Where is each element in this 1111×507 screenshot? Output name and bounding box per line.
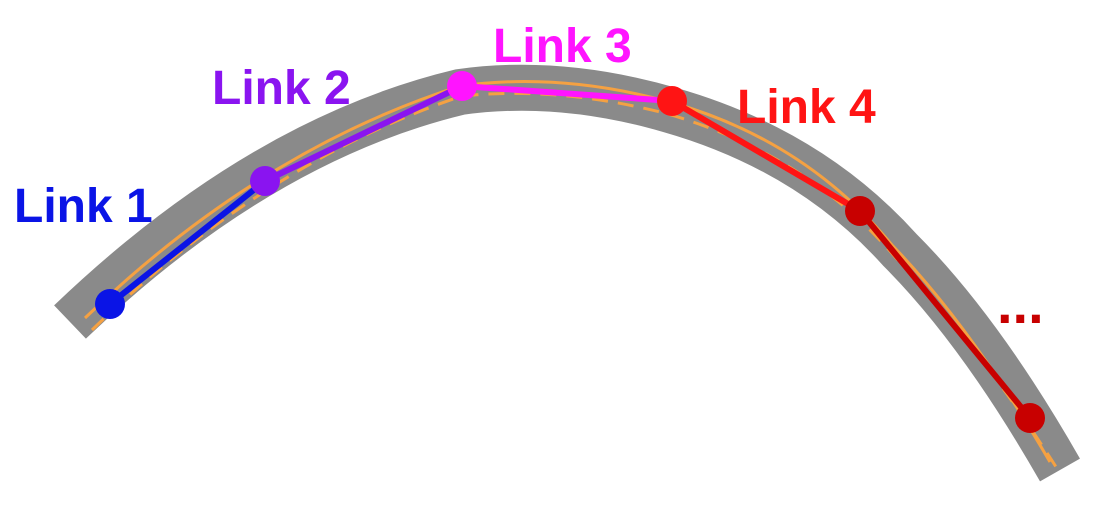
link-3-label: Link 3 bbox=[493, 20, 632, 73]
link-1-start-node[interactable] bbox=[95, 289, 125, 319]
link-2-start-node[interactable] bbox=[250, 166, 280, 196]
ellipsis-label: ... bbox=[997, 272, 1044, 335]
link-5-start-node[interactable] bbox=[845, 196, 875, 226]
link-4-label: Link 4 bbox=[737, 81, 876, 134]
link-3-segment[interactable] bbox=[461, 83, 673, 104]
link-5-segment[interactable] bbox=[857, 209, 1033, 420]
link-1-segment[interactable] bbox=[108, 178, 267, 307]
road-band bbox=[54, 64, 1080, 482]
link-5-end-node[interactable] bbox=[1015, 403, 1045, 433]
link-1-label: Link 1 bbox=[14, 180, 153, 233]
link-4-segment[interactable] bbox=[670, 98, 862, 214]
link-2-segment[interactable] bbox=[263, 83, 464, 184]
link-4-start-node[interactable] bbox=[657, 86, 687, 116]
link-3-start-node[interactable] bbox=[447, 71, 477, 101]
link-2-label: Link 2 bbox=[212, 62, 351, 115]
